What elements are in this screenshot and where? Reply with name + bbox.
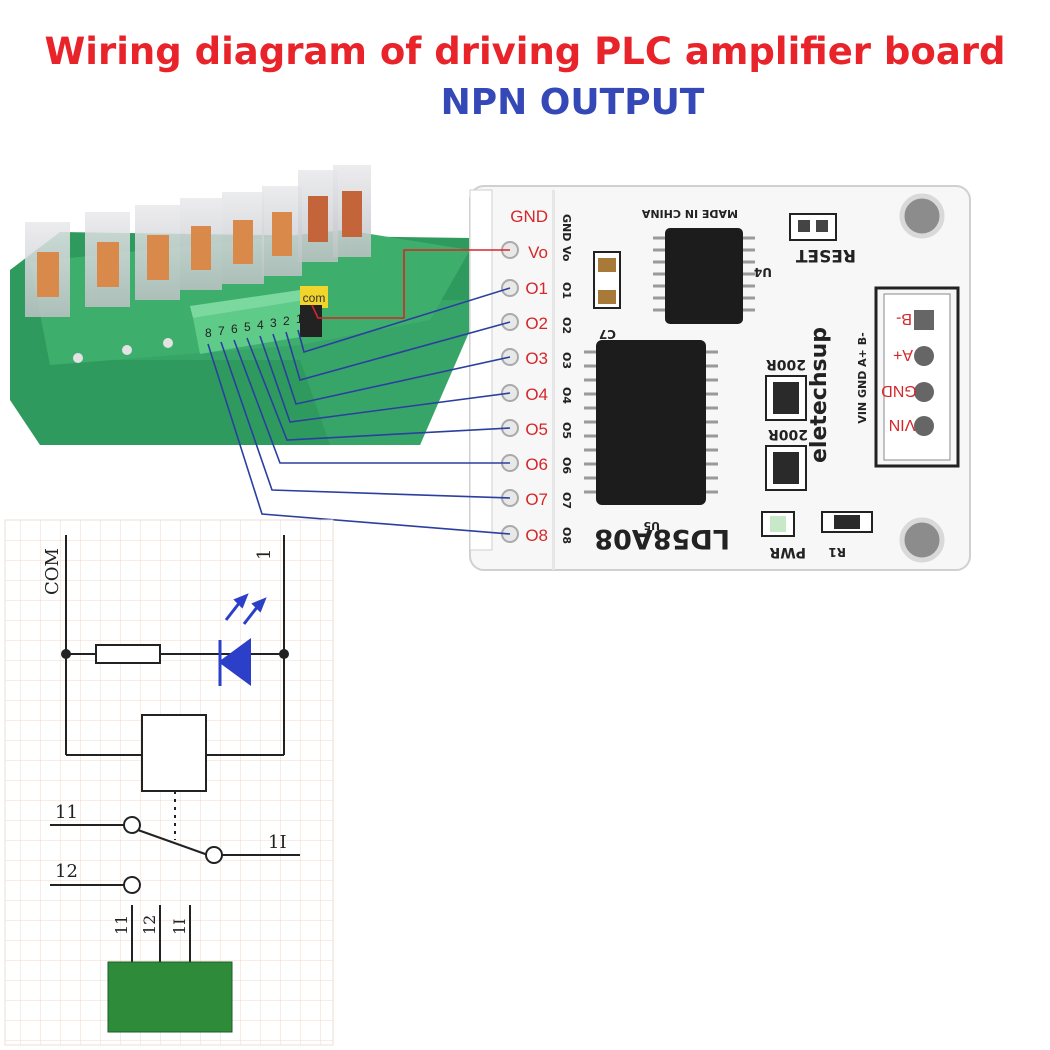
left-pin-holes [501,241,519,543]
terminal-number: 7 [218,324,225,338]
terminal-number: 8 [205,326,212,340]
silk-label: O2 [560,317,573,334]
pin-label-gnd: GND [510,207,548,226]
wire-o6 [233,339,510,464]
pin-label-o8: O8 [525,526,548,545]
terminal-number: 6 [231,322,238,336]
pin1-label: 1 [254,549,275,560]
silk-label: O6 [560,457,573,474]
mount-hole [899,193,945,239]
wire-o4 [259,335,511,423]
wire-vo-com [311,249,510,319]
chip-u4: U4 [653,228,772,324]
right-pin-label: A+ [893,346,913,363]
com-pin-label: COM [42,548,63,595]
pin-label-vo: Vo [528,243,548,262]
reset-label: RESET [795,245,856,265]
pin12-label: 12 [55,861,78,882]
terminal-block: com 8 7 6 5 4 3 2 1 [190,286,328,354]
foot-label: 1I [170,919,189,936]
resistor-200r-2: 200R [765,426,808,491]
chip-u5: U5 [584,340,718,532]
resistor-200r-1: 200R [765,356,807,421]
terminal-number: 4 [257,318,264,332]
right-pin-label: B- [896,310,912,327]
diagram-subtitle: NPN OUTPUT [440,82,705,123]
led-symbol [218,593,267,686]
wire-o3 [272,333,511,405]
right-pin-label: GND [881,382,917,399]
terminal-number: 1 [296,312,303,326]
silk-label: O5 [560,422,573,439]
terminal-number: 2 [283,314,290,328]
reset-header[interactable]: RESET [789,213,856,265]
wire-o1 [297,287,511,354]
controller-board: GND Vo O1 O2 O3 O4 O5 O6 O7 O8 GND Vo O1… [469,185,971,571]
pin1i-label: 1I [268,832,287,853]
wire-o8 [207,343,511,535]
resistor-label: 200R [768,426,808,442]
capacitor-c7: C7 [593,251,621,341]
silk-pin-labels: GND Vo O1 O2 O3 O4 O5 O6 O7 O8 [560,214,573,544]
pin-label-o1: O1 [525,279,548,298]
c7-label: C7 [599,327,616,341]
model-label: LD58A08 [594,523,730,554]
terminal-number: 5 [244,320,251,334]
terminal-number: 3 [270,316,277,330]
relay-row [25,165,371,317]
foot-label: 12 [140,915,159,935]
terminal-numbers: 8 7 6 5 4 3 2 1 [205,312,303,340]
u5-label: U5 [643,519,660,532]
silk-label: O1 [560,282,573,299]
relay-schematic: COM 1 11 12 1I 11 12 1I [4,519,334,1046]
silk-label: O8 [560,527,573,544]
pin-label-o3: O3 [525,349,548,368]
wire-o7 [220,341,511,499]
silk-label: GND [560,214,573,241]
resistor-label: 200R [766,356,806,372]
com-terminal-tag [300,286,328,308]
com-label: com [303,291,326,305]
diagram-title: Wiring diagram of driving PLC amplifier … [44,30,1006,73]
pin-label-o6: O6 [525,455,548,474]
wire-o2 [285,321,511,381]
pwr-led: PWR [761,511,806,560]
pin-label-o4: O4 [525,385,548,404]
u4-label: U4 [754,265,772,279]
pin-label-o5: O5 [525,420,548,439]
made-in-label: MADE IN CHINA [641,207,738,220]
resistor-r1: R1 [821,511,873,559]
red-pin-labels: GND Vo O1 O2 O3 O4 O5 O6 O7 O8 [510,207,548,545]
mount-hole [899,517,945,563]
silk-label: O4 [560,387,573,404]
wire-o5 [246,337,511,441]
pin-label-o7: O7 [525,490,548,509]
foot-label: 11 [112,915,131,935]
silk-label: O7 [560,492,573,509]
relay-footprint [107,961,233,1033]
pin11-label: 11 [55,802,78,823]
wires [207,249,511,535]
rs485-connector: B- A+ GND VIN VIN GND A+ B- [856,286,960,468]
silk-label: Vo [560,246,573,262]
brand-label: eletechsup [807,327,832,463]
silk-label: O3 [560,352,573,369]
pwr-label: PWR [769,544,806,560]
r1-label: R1 [828,545,846,559]
right-pin-label: VIN [889,416,916,433]
pin-label-o2: O2 [525,314,548,333]
right-silk-label: VIN GND A+ B- [856,332,869,423]
relay-board: com 8 7 6 5 4 3 2 1 [10,165,470,445]
